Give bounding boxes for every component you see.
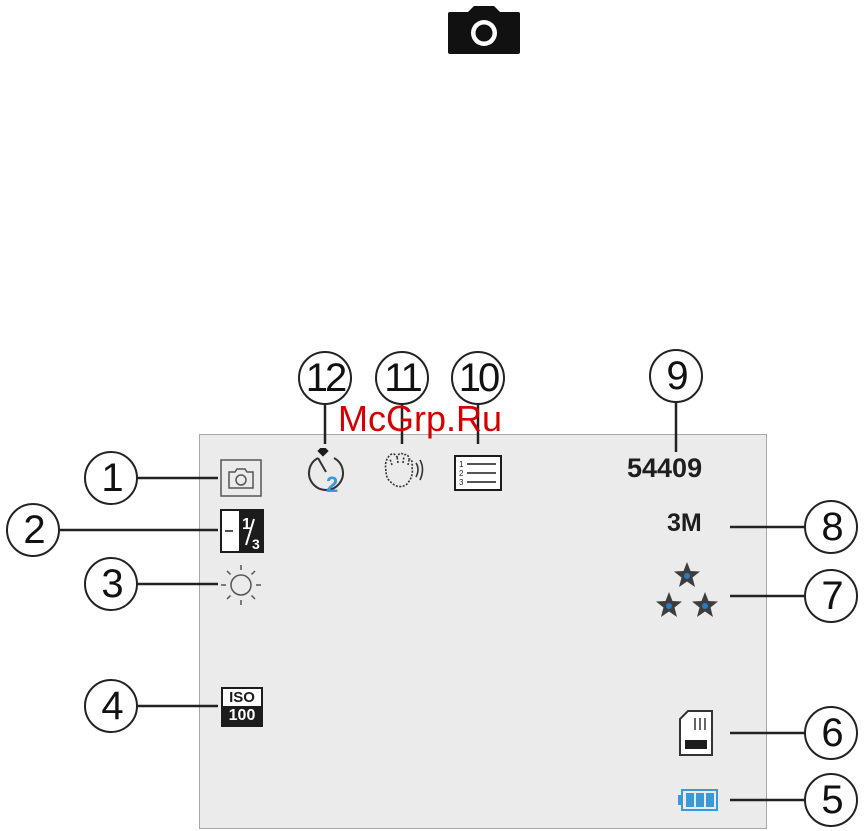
iso-value: 100 <box>221 706 263 725</box>
callout-9: 9 <box>649 349 703 403</box>
exposure-numerator: 1 <box>242 516 251 533</box>
burst-list-icon: 1 2 3 <box>454 455 502 491</box>
callout-11: 11 <box>375 351 429 405</box>
iso-label: ISO <box>223 689 261 706</box>
callout-3: 3 <box>84 557 138 611</box>
image-resolution: 3M <box>667 509 702 538</box>
sd-card-icon <box>678 710 714 756</box>
callout-8: 8 <box>804 500 858 554</box>
callout-7: 7 <box>804 569 858 623</box>
callout-1: 1 <box>84 451 138 505</box>
callout-10: 10 <box>451 351 505 405</box>
sun-icon <box>219 563 263 607</box>
stars-icon <box>656 561 718 619</box>
svg-text:3: 3 <box>459 478 464 487</box>
exposure-compensation-icon: 1 3 <box>220 509 264 553</box>
iso-icon: ISO 100 <box>221 687 263 727</box>
callout-6: 6 <box>804 706 858 760</box>
self-timer-value: 2 <box>326 472 338 494</box>
shots-remaining: 54409 <box>627 453 702 484</box>
exposure-denominator: 3 <box>252 536 260 552</box>
shaking-hand-icon <box>378 449 426 491</box>
self-timer-icon: 2 <box>304 448 350 494</box>
svg-text:2: 2 <box>459 469 464 478</box>
callout-5: 5 <box>804 773 858 827</box>
callout-4: 4 <box>84 679 138 733</box>
callout-12: 12 <box>298 351 352 405</box>
camera-mode-icon <box>220 459 262 497</box>
callout-2: 2 <box>6 503 60 557</box>
svg-text:1: 1 <box>459 460 464 469</box>
watermark: McGrp.Ru <box>338 398 502 440</box>
battery-icon <box>678 789 718 811</box>
